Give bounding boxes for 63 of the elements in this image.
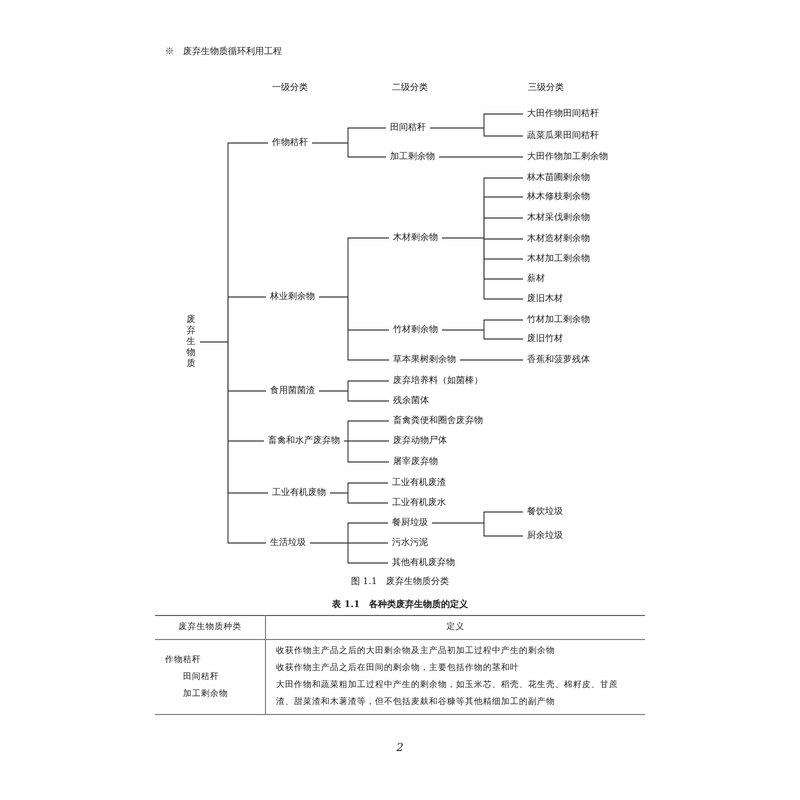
tree-connector	[200, 342, 266, 544]
category-label: 污水污泥	[392, 537, 428, 549]
category-label: 废弃动物尸体	[393, 435, 447, 447]
column-heading: 一级分类	[272, 82, 308, 94]
category-label: 其他有机废弃物	[392, 557, 455, 569]
tree-connector	[344, 440, 390, 462]
tree-connector	[318, 390, 390, 402]
tree-connector	[442, 330, 524, 340]
figure-caption: 图 1.1 废弃生物质分类	[350, 576, 450, 588]
category-label: 田间秸秆	[390, 122, 426, 134]
page-number: 2	[396, 742, 404, 754]
category-label: 畜禽粪便和圈舍废弃物	[393, 415, 483, 427]
table-title: 表 1.1 各种类废弃生物质的定义	[332, 599, 468, 611]
column-heading: 二级分类	[392, 82, 428, 94]
category-label: 大田作物田间秸秆	[527, 108, 599, 120]
column-heading: 三级分类	[528, 82, 564, 94]
tree-connector	[310, 542, 388, 564]
category-label: 餐饮垃圾	[527, 506, 563, 518]
definition-text: 收获作物主产品之后的大田剩余物及主产品初加工过程中产生的剩余物	[276, 644, 556, 658]
category-label: 餐厨垃圾	[392, 517, 428, 529]
category-label: 废旧竹材	[527, 333, 563, 345]
category-label: 木材加工剩余物	[527, 253, 590, 265]
category-label: 食用菌菌渣	[270, 385, 315, 397]
tree-connector	[430, 128, 524, 136]
tree-connector	[318, 296, 390, 360]
definition-text: 收获作物主产品之后在田间的剩余物，主要包括作物的茎和叶	[276, 662, 520, 675]
category-name: 田间秸秆	[182, 670, 220, 684]
running-header: ※ 废弃生物质循环利用工程	[165, 46, 282, 58]
category-label: 作物秸秆	[272, 137, 308, 149]
category-label: 废旧木材	[527, 293, 563, 305]
category-label: 蔬菜瓜果田间秸秆	[527, 130, 599, 142]
category-label: 竹材加工剩余物	[527, 314, 590, 326]
tree-connector	[312, 142, 386, 158]
category-label: 薪材	[527, 273, 545, 285]
definition-text: 大田作物和蔬菜粗加工过程中产生的剩余物，如玉米芯、稻壳、花生壳、棉籽皮、甘蔗渣、甜菜渣和木薯渣等，但不包括麦麸和谷糠等其他精细加工的副产物	[276, 679, 619, 709]
category-label: 厨余垃圾	[527, 530, 563, 542]
category-label: 木材采伐剩余物	[527, 212, 590, 224]
category-label: 残余菌体	[393, 395, 429, 407]
category-label: 废弃生物质	[186, 314, 196, 370]
column-header: 废弃生物质种类	[155, 616, 266, 640]
category-label: 生活垃圾	[270, 537, 306, 549]
category-label: 木材造材剩余物	[527, 233, 590, 245]
category-label: 工业有机废物	[272, 487, 326, 499]
category-label: 香蕉和菠萝残体	[527, 354, 590, 366]
category-label: 林业剩余物	[270, 291, 315, 303]
category-label: 林木苗圃剩余物	[527, 172, 590, 184]
category-label: 工业有机废水	[392, 497, 446, 509]
category-label: 木材剩余物	[393, 232, 438, 244]
tree-connector	[438, 156, 524, 158]
category-label: 草本果树剩余物	[393, 354, 456, 366]
category-label: 工业有机废渣	[392, 477, 446, 489]
category-name: 作物秸秆	[165, 654, 202, 666]
tree-connector	[330, 492, 388, 504]
column-header: 定义	[266, 616, 645, 640]
category-name: 加工剩余物	[182, 688, 229, 700]
category-label: 大田作物加工剩余物	[527, 151, 608, 163]
category-label: 屠宰废弃物	[393, 456, 438, 468]
category-label: 废弃培养料（如菌棒）	[393, 375, 483, 387]
category-label: 竹材剩余物	[393, 324, 438, 336]
category-label: 林木修枝剩余物	[527, 191, 590, 203]
category-label: 畜禽和水产废弃物	[268, 435, 340, 447]
category-label: 加工剩余物	[390, 151, 435, 163]
tree-connector	[432, 522, 524, 536]
